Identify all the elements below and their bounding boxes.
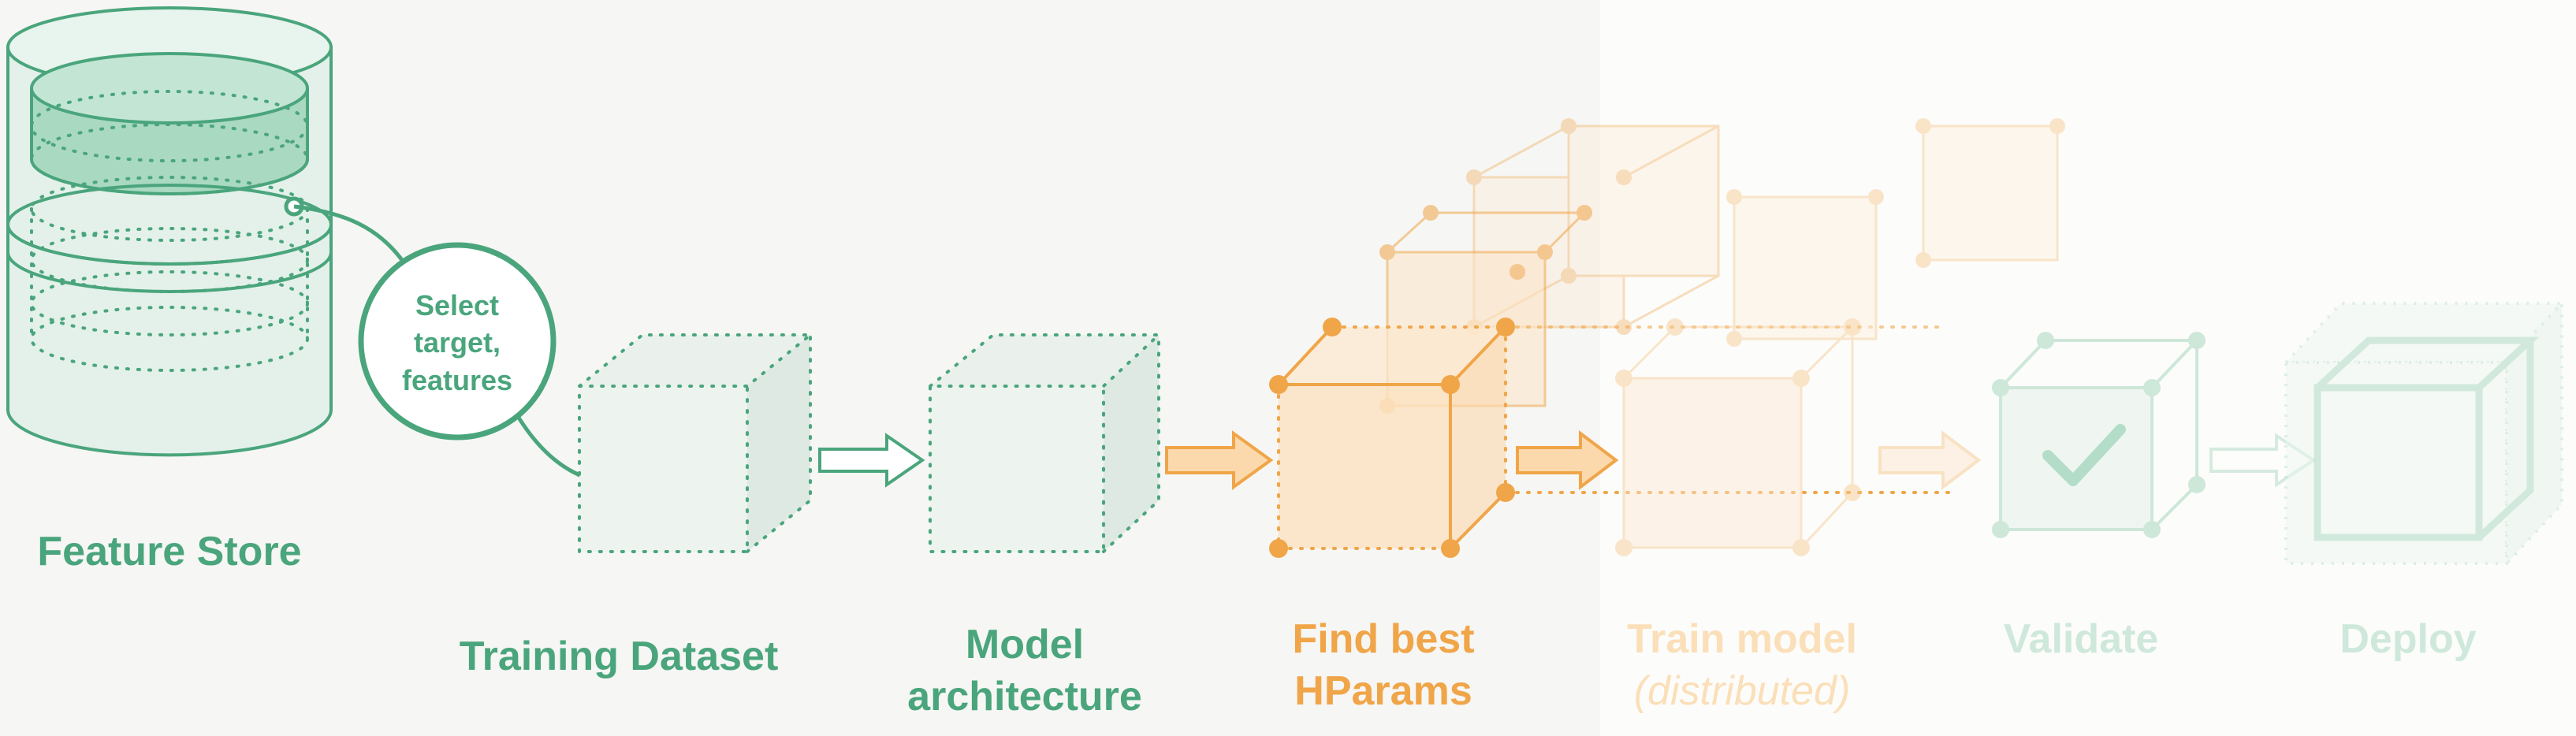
arrow-right-icon [2209, 433, 2317, 488]
select-line-1: Select [415, 289, 499, 322]
deploy-cube [2282, 299, 2566, 568]
model-architecture-line-2: architecture [907, 674, 1142, 719]
train-model-line-2: (distributed) [1633, 668, 1851, 714]
deploy-label: Deploy [2340, 616, 2477, 662]
database-icon [6, 6, 333, 457]
select-bubble: Select target, features [358, 242, 557, 440]
training-dataset-label: Training Dataset [459, 634, 779, 679]
select-line-2: target, [414, 326, 501, 359]
find-best-line-2: HParams [1294, 668, 1472, 714]
feature-store-label: Feature Store [37, 529, 302, 574]
checkmark-icon [2042, 424, 2126, 486]
cube-icon [929, 333, 1163, 553]
faded-background-panel [1600, 0, 2576, 736]
find-best-line-1: Find best [1292, 616, 1475, 662]
validate-label: Validate [2003, 616, 2159, 662]
find-best-label: Find best HParams [1245, 613, 1521, 717]
model-architecture-label: Model architecture [875, 619, 1174, 723]
model-architecture-line-1: Model [965, 622, 1085, 667]
train-model-line-1: Train model [1627, 616, 1857, 662]
arrow-right-icon [1165, 430, 1274, 490]
validate-cube [1992, 332, 2206, 538]
train-cubes [1615, 118, 2065, 556]
arrow-right-icon [818, 433, 925, 488]
arrow-right-icon [1878, 429, 1982, 491]
cube-icon [578, 333, 815, 553]
hparam-cube [1269, 318, 1956, 558]
select-line-3: features [402, 364, 512, 396]
arrow-right-icon [1516, 429, 1619, 491]
train-model-label: Train model (distributed) [1584, 613, 1900, 717]
select-connector-top [293, 204, 404, 262]
